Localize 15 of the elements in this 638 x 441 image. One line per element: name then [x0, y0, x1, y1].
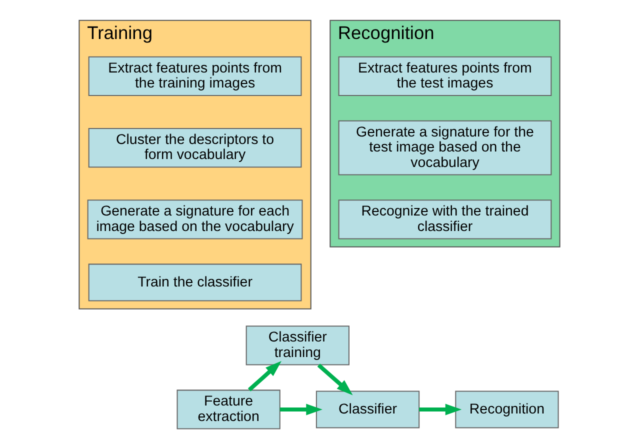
node-box: Extract features points from the training images: [88, 56, 302, 96]
node-box: Cluster the descriptors to form vocabulary: [88, 128, 302, 168]
node-box: Classifier: [315, 390, 420, 428]
node-box: Train the classifier: [88, 264, 302, 302]
node-box: Generate a signature for each image based on the vocabulary: [86, 200, 302, 240]
arrow: [279, 404, 322, 416]
node-box: Classifier training: [245, 326, 349, 366]
arrow: [418, 404, 462, 416]
arrow: [247, 360, 281, 392]
node-box: Feature extraction: [176, 390, 280, 430]
node-box: Recognize with the trained classifier: [338, 200, 552, 240]
arrow: [316, 364, 352, 396]
node-box: Generate a signature for the test image based on the vocabulary: [338, 120, 552, 176]
node-box: Recognition: [454, 390, 558, 428]
node-box: Extract features points from the test images: [338, 56, 552, 96]
